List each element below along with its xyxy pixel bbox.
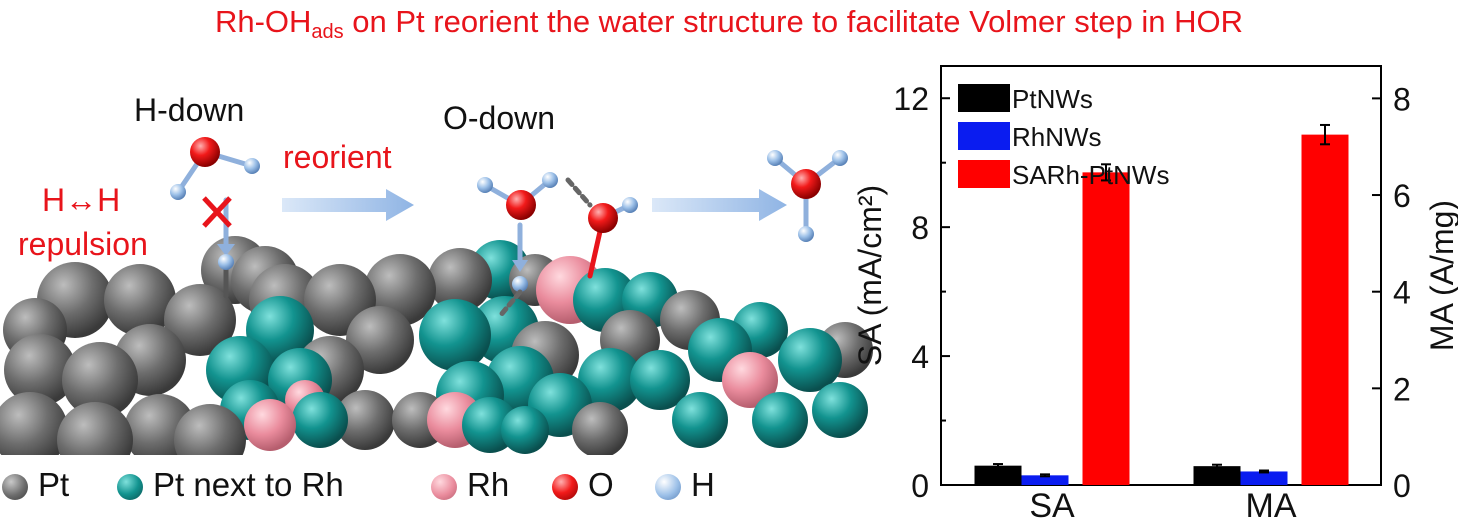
pt-atom <box>0 392 68 468</box>
water-molecules <box>170 137 848 319</box>
pt-atom <box>164 284 236 356</box>
odown-water-oxygen <box>506 190 536 220</box>
o-down-label: O-down <box>443 100 556 136</box>
legend-label-sarh-ptnws: SARh-PtNWs <box>1012 160 1169 190</box>
atom-legend: Pt Pt next to Rh Rh O H <box>0 458 860 518</box>
pt-next-to-rh-atom <box>292 392 348 448</box>
repulsion-label-line2: repulsion <box>18 226 148 262</box>
surface-hydrogen <box>218 254 234 270</box>
bar-sarh-ptnws-ma <box>1301 134 1349 486</box>
legend-label-pt-next-to-rh: Pt next to Rh <box>153 466 344 503</box>
hdown-arrow-head <box>217 244 235 256</box>
y-right-tick-label: 0 <box>1393 468 1411 504</box>
bar-ptnws-ma <box>1193 466 1241 485</box>
plot-frame <box>940 65 1382 486</box>
hydrogen-atom <box>798 226 814 242</box>
catalyst-surface-slab <box>0 236 880 524</box>
legend-swatch-pt <box>2 474 28 500</box>
bar-ptnws-sa <box>974 465 1022 485</box>
legend-label-rh: Rh <box>467 466 510 503</box>
hydronium-oxygen <box>791 169 821 199</box>
legend-label-h: H <box>691 466 715 503</box>
y-right-tick-label: 6 <box>1393 178 1411 214</box>
y-tick-label: 4 <box>911 339 929 375</box>
figure-title: Rh-OHads on Pt reorient the water struct… <box>214 4 1244 43</box>
legend-swatch-sarh-ptnws <box>958 160 1010 188</box>
rh-oh-oxygen <box>588 203 618 233</box>
product-arrow <box>652 189 787 221</box>
y-right-tick-label: 4 <box>1393 275 1411 311</box>
hydrogen-atom <box>244 158 260 174</box>
legend-label-o: O <box>588 466 614 503</box>
pt-next-to-rh-atom <box>501 406 549 454</box>
hydrogen-atom <box>832 150 848 166</box>
pt-atom <box>428 248 492 312</box>
legend-swatch-h <box>655 474 681 500</box>
pt-atom <box>62 342 138 418</box>
y-tick-label: 0 <box>911 468 929 504</box>
hydrogen-atom <box>542 172 558 188</box>
reaction-arrows <box>282 189 787 221</box>
hydrogen-atom <box>477 177 493 193</box>
adsorbed-hydrogen <box>512 276 528 292</box>
pt-next-to-rh-atom <box>672 392 728 448</box>
pt-next-to-rh-atom <box>630 350 690 410</box>
hydrogen-atom <box>767 150 783 166</box>
h-down-water-oxygen <box>190 137 220 167</box>
pt-atom <box>346 306 414 374</box>
pt-next-to-rh-atom <box>578 348 642 412</box>
y-right-tick-label: 2 <box>1393 371 1411 407</box>
reorient-arrow <box>282 189 414 221</box>
pt-next-to-rh-atom <box>419 299 491 371</box>
legend-swatch-ptnws <box>958 84 1010 112</box>
y-right-tick-label: 8 <box>1393 81 1411 117</box>
bar-rhnws-ma <box>1240 471 1288 485</box>
bar-sarh-ptnws-sa <box>1082 172 1130 485</box>
legend-swatch-rh <box>431 474 457 500</box>
legend-label-pt: Pt <box>38 466 70 503</box>
legend-swatch-pt-next-to-rh <box>117 474 143 500</box>
pt-atom <box>104 264 176 336</box>
h-down-label: H-down <box>134 92 245 128</box>
y-axis-label: SA (mA/cm²) <box>852 185 888 366</box>
pt-atom <box>572 402 628 458</box>
rh-atom <box>722 352 778 408</box>
legend-swatch-rhnws <box>958 122 1010 150</box>
legend-label-rhnws: RhNWs <box>1012 122 1102 152</box>
hydrogen-atom <box>622 197 638 213</box>
x-tick-label: SA <box>1029 487 1075 524</box>
odown-arrow-head <box>512 260 528 272</box>
y-tick-label: 8 <box>911 210 929 246</box>
repulsion-label-line1: H↔H <box>42 182 121 218</box>
rh-atom <box>244 399 296 451</box>
reorient-label: reorient <box>283 139 392 175</box>
legend-label-ptnws: PtNWs <box>1012 84 1093 114</box>
hydrogen-atom <box>170 184 186 200</box>
bar-rhnws-sa <box>1021 475 1069 485</box>
cross-mark-icon <box>202 196 232 228</box>
pt-next-to-rh-atom <box>752 392 808 448</box>
pt-atom <box>4 334 76 406</box>
h-surface-dashed-bond <box>497 289 523 319</box>
hor-mechanism-scene <box>0 137 880 524</box>
x-tick-label: MA <box>1246 487 1297 524</box>
hydrogen-bond-dashed <box>565 177 593 208</box>
y-tick-label: 12 <box>893 81 929 117</box>
pt-next-to-rh-atom <box>778 328 842 392</box>
y-right-axis-label: MA (A/mg) <box>1424 200 1458 351</box>
pt-next-to-rh-atom <box>812 382 868 438</box>
legend-swatch-o <box>552 474 578 500</box>
pt-atom <box>335 390 395 450</box>
